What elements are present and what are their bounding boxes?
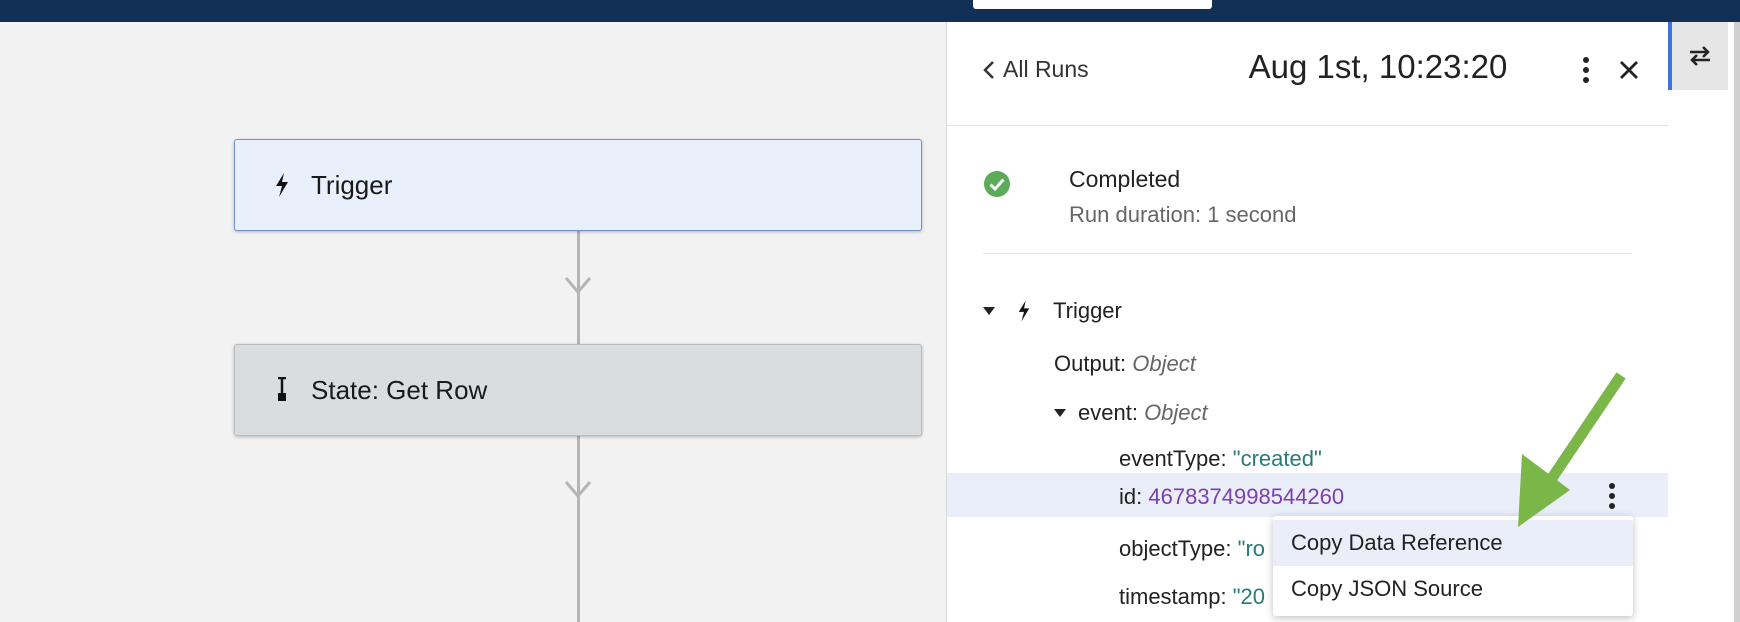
background-window-edge xyxy=(1734,22,1740,622)
close-button[interactable] xyxy=(1611,52,1647,88)
swap-panel-button[interactable] xyxy=(1668,22,1728,90)
tree-row-field: objectType: "ro xyxy=(1119,536,1265,562)
divider xyxy=(983,253,1631,254)
chevron-down-icon xyxy=(564,481,592,499)
lightning-icon xyxy=(271,171,293,199)
check-circle-icon xyxy=(984,171,1010,197)
run-duration: Run duration: 1 second xyxy=(1069,202,1297,227)
swap-arrows-icon xyxy=(1690,46,1710,66)
field-key: eventType: xyxy=(1119,446,1227,471)
field-key: id: xyxy=(1119,484,1143,509)
caret-down-icon[interactable] xyxy=(1054,407,1066,419)
panel-header: All Runs Aug 1st, 10:23:20 xyxy=(947,22,1668,126)
more-vertical-icon xyxy=(1609,483,1615,509)
tree-row-trigger[interactable]: Trigger xyxy=(983,298,1122,324)
chevron-down-icon xyxy=(564,277,592,295)
field-value: "20 xyxy=(1232,584,1265,609)
tree-row-event[interactable]: event: Object xyxy=(1054,400,1208,426)
row-options-button[interactable] xyxy=(1597,480,1627,512)
close-icon xyxy=(1620,61,1638,79)
copy-json-source-item[interactable]: Copy JSON Source xyxy=(1291,576,1483,601)
field-value: 4678374998544260 xyxy=(1148,484,1345,509)
connector-line xyxy=(577,436,580,622)
tree-type: Object xyxy=(1144,400,1208,425)
tree-row-field: eventType: "created" xyxy=(1119,446,1322,472)
top-bar-tab[interactable] xyxy=(973,0,1212,9)
tree-label: Trigger xyxy=(1053,298,1122,323)
node-label: State: Get Row xyxy=(311,374,488,405)
caret-down-icon[interactable] xyxy=(983,305,995,317)
run-title: Aug 1st, 10:23:20 xyxy=(1248,48,1508,85)
connector-line xyxy=(577,231,580,344)
field-key: objectType: xyxy=(1119,536,1232,561)
status-title: Completed xyxy=(1069,166,1181,192)
side-strip xyxy=(1668,22,1740,622)
tree-row-field[interactable]: id: 4678374998544260 xyxy=(1119,484,1344,510)
tree-key: Output: xyxy=(1054,351,1127,376)
lightning-icon xyxy=(1017,300,1035,322)
tree-type: Object xyxy=(1132,351,1196,376)
more-vertical-icon xyxy=(1583,57,1589,83)
workflow-canvas xyxy=(0,22,946,622)
field-value: "created" xyxy=(1232,446,1322,471)
tree-row-output: Output: Object xyxy=(1054,351,1196,377)
trigger-node[interactable]: Trigger xyxy=(234,139,922,231)
annotation-arrow xyxy=(1518,372,1626,527)
tree-key: event: xyxy=(1078,400,1138,425)
tree-row-field: timestamp: "20 xyxy=(1119,584,1265,610)
top-bar xyxy=(0,0,1740,22)
context-menu: Copy Data Reference Copy JSON Source xyxy=(1273,516,1633,616)
copy-data-reference-item[interactable]: Copy Data Reference xyxy=(1273,520,1633,566)
field-key: timestamp: xyxy=(1119,584,1227,609)
all-runs-link[interactable]: All Runs xyxy=(983,56,1089,83)
state-get-row-node[interactable]: State: Get Row xyxy=(234,344,922,436)
all-runs-label: All Runs xyxy=(1003,56,1089,82)
field-value: "ro xyxy=(1237,536,1266,561)
chevron-left-icon xyxy=(983,60,994,79)
node-label: Trigger xyxy=(311,169,393,200)
state-icon xyxy=(271,376,293,404)
more-options-button[interactable] xyxy=(1571,52,1601,88)
